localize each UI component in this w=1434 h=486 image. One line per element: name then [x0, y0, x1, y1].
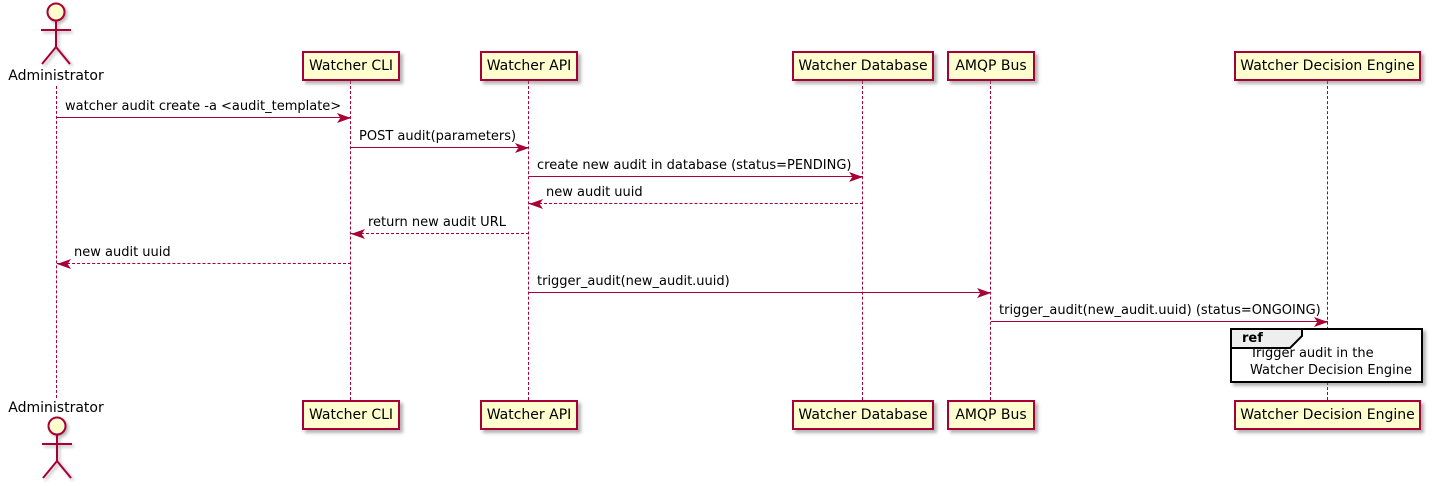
participant-watcher-database-bottom: Watcher Database [792, 400, 934, 430]
message-label: trigger_audit(new_audit.uuid) (status=ON… [999, 303, 1321, 318]
participant-label: Watcher Database [798, 58, 928, 74]
message-line [529, 292, 991, 293]
lifeline-watcher-cli [350, 81, 351, 400]
ref-content-line1: Trigger audit in the [1250, 346, 1374, 361]
participant-label: Watcher CLI [308, 407, 394, 423]
participant-label: Watcher Decision Engine [1240, 407, 1415, 423]
message-label: watcher audit create -a <audit_template> [65, 99, 342, 114]
message-label: new audit uuid [546, 185, 643, 200]
message-label: return new audit URL [368, 215, 506, 230]
participant-watcher-database-top: Watcher Database [792, 51, 934, 81]
arrow-right-icon [1314, 317, 1328, 327]
participant-label: Watcher Decision Engine [1240, 58, 1415, 74]
arrow-right-icon [977, 288, 991, 298]
arrow-left-icon [57, 259, 71, 269]
message-label: create new audit in database (status=PEN… [537, 158, 852, 173]
participant-watcher-decision-engine-bottom: Watcher Decision Engine [1234, 400, 1421, 430]
participant-label: AMQP Bus [955, 58, 1027, 74]
lifeline-administrator [56, 86, 57, 398]
arrow-right-icon [515, 143, 529, 153]
ref-tab-icon [1230, 328, 1303, 349]
participant-amqp-bus-top: AMQP Bus [947, 51, 1035, 81]
administrator-actor-icon [42, 416, 72, 479]
ref-content-line2: Watcher Decision Engine [1250, 363, 1412, 378]
message-line [57, 117, 351, 118]
lifeline-watcher-decision-engine [1327, 81, 1328, 400]
lifeline-watcher-api [528, 81, 529, 400]
message-label: new audit uuid [74, 245, 171, 260]
participant-label: AMQP Bus [955, 407, 1027, 423]
participant-watcher-api-top: Watcher API [480, 51, 578, 81]
participant-label: Watcher Database [798, 407, 928, 423]
message-label: POST audit(parameters) [359, 129, 517, 144]
arrow-left-icon [351, 229, 365, 239]
message-label: trigger_audit(new_audit.uuid) [537, 274, 730, 289]
arrow-right-icon [849, 172, 863, 182]
lifeline-watcher-database [862, 81, 863, 400]
ref-content: Trigger audit in the Watcher Decision En… [1250, 345, 1412, 379]
participant-watcher-api-bottom: Watcher API [480, 400, 578, 430]
participant-amqp-bus-bottom: AMQP Bus [947, 400, 1035, 430]
participant-label: Watcher API [486, 58, 572, 74]
ref-fragment: ref Trigger audit in the Watcher Decisio… [1230, 328, 1423, 383]
participant-watcher-cli-top: Watcher CLI [302, 51, 400, 81]
administrator-actor-icon [41, 2, 71, 65]
message-line [57, 263, 351, 264]
participant-watcher-cli-bottom: Watcher CLI [302, 400, 400, 430]
actor-label-bottom: Administrator [8, 400, 104, 416]
message-line [529, 203, 863, 204]
message-line [351, 147, 529, 148]
actor-label-top: Administrator [8, 68, 104, 84]
message-line [991, 321, 1328, 322]
message-line [351, 233, 529, 234]
participant-label: Watcher CLI [308, 58, 394, 74]
participant-label: Watcher API [486, 407, 572, 423]
ref-keyword: ref [1242, 331, 1263, 346]
message-line [529, 176, 863, 177]
participant-watcher-decision-engine-top: Watcher Decision Engine [1234, 51, 1421, 81]
lifeline-amqp-bus [990, 81, 991, 400]
arrow-right-icon [337, 113, 351, 123]
arrow-left-icon [529, 199, 543, 209]
